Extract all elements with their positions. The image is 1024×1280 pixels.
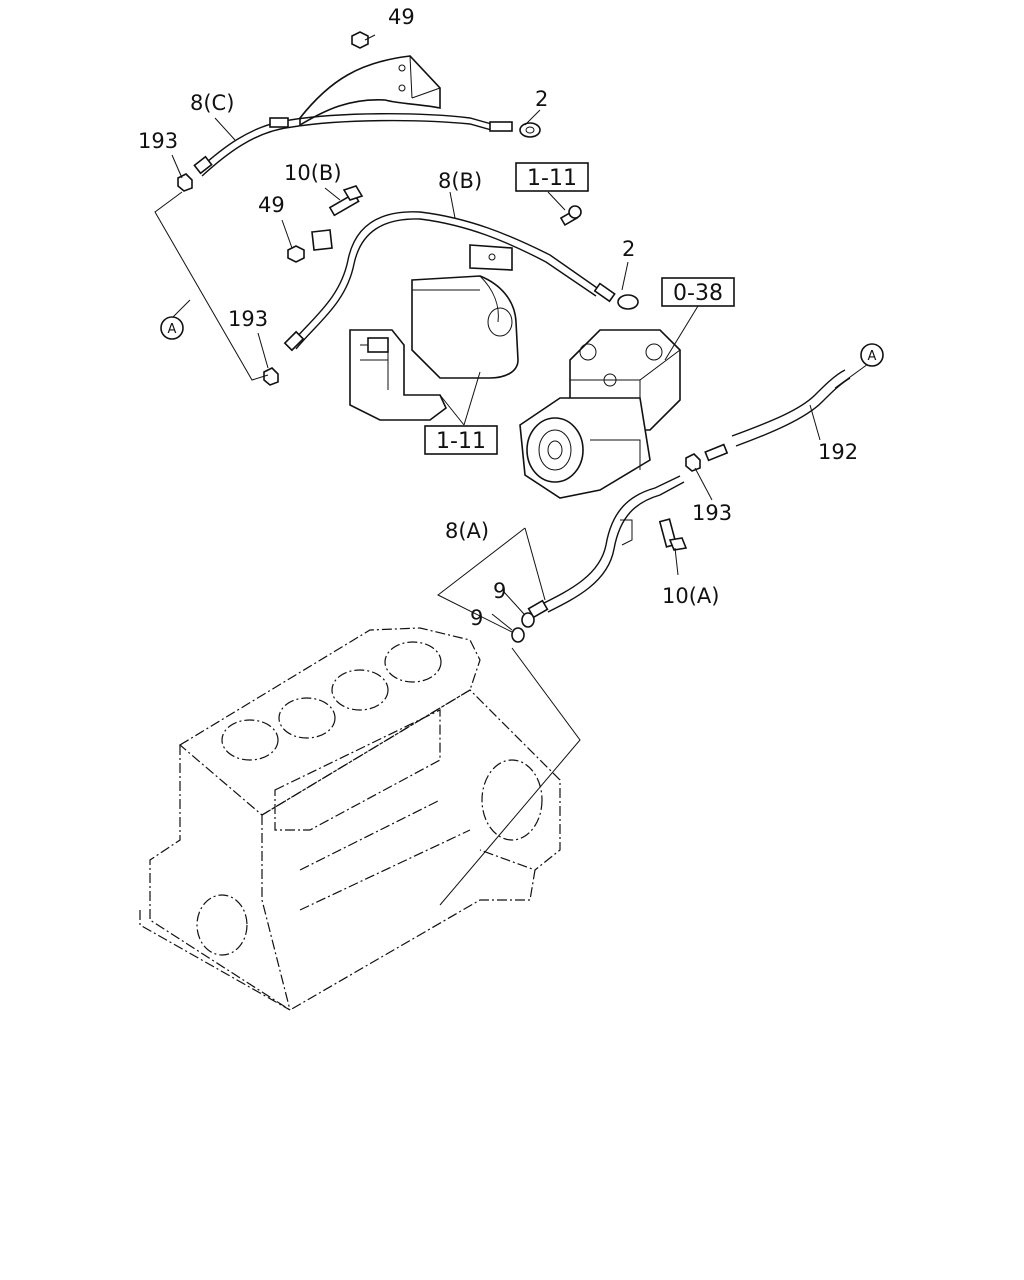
- nut-49-top: [351, 31, 369, 49]
- ref-box-0-38[interactable]: 0-38: [661, 277, 735, 307]
- callout-10b: 10(B): [284, 161, 342, 185]
- callout-49-top: 49: [388, 5, 415, 29]
- bolt-10b: [328, 185, 364, 217]
- callout-9-a: 9: [493, 579, 506, 603]
- svg-text:0-38: 0-38: [673, 281, 723, 306]
- callout-49-mid: 49: [258, 193, 285, 217]
- callout-8a: 8(A): [445, 519, 489, 543]
- callout-193-mid: 193: [228, 307, 268, 331]
- ref-box-1-11-mid[interactable]: 1-11: [424, 425, 498, 455]
- svg-text:1-11: 1-11: [527, 166, 577, 191]
- banjo-eye-2-mid: [593, 282, 639, 310]
- pipe-8c: [193, 113, 496, 177]
- pipe-8a: [527, 475, 685, 619]
- callout-8b: 8(B): [438, 169, 482, 193]
- filter-housing: [411, 275, 519, 379]
- svg-text:1-11: 1-11: [436, 429, 486, 454]
- connector-a-left[interactable]: A: [160, 316, 184, 340]
- pipe-8b: [283, 211, 601, 352]
- callout-193-top: 193: [138, 129, 178, 153]
- bolt-top-1-11: [559, 205, 582, 227]
- bolt-193-mid: [263, 367, 279, 386]
- callout-8c: 8(C): [190, 91, 234, 115]
- washers-9: [511, 612, 535, 643]
- callout-193-low: 193: [692, 501, 732, 525]
- banjo-eye-2-top: [489, 121, 541, 138]
- bolt-193-top: [177, 173, 193, 192]
- svg-text:A: A: [868, 349, 877, 364]
- bolt-10a: [658, 518, 688, 551]
- bracket-top: [299, 55, 441, 127]
- air-compressor: [519, 329, 681, 499]
- callout-2-top: 2: [535, 87, 548, 111]
- bolt-193-low: [685, 453, 701, 472]
- callout-9-b: 9: [470, 606, 483, 630]
- callout-192: 192: [818, 440, 858, 464]
- svg-text:A: A: [168, 322, 177, 337]
- leader-lines: [154, 34, 869, 906]
- callout-2-mid: 2: [622, 237, 635, 261]
- callout-10a: 10(A): [662, 584, 719, 608]
- mount-bracket: [349, 329, 447, 421]
- hose-192: [704, 369, 851, 462]
- ref-box-1-11-top[interactable]: 1-11: [515, 162, 589, 192]
- engine-block: [139, 627, 561, 1011]
- connector-a-right[interactable]: A: [860, 343, 884, 367]
- nut-49-mid: [287, 245, 305, 263]
